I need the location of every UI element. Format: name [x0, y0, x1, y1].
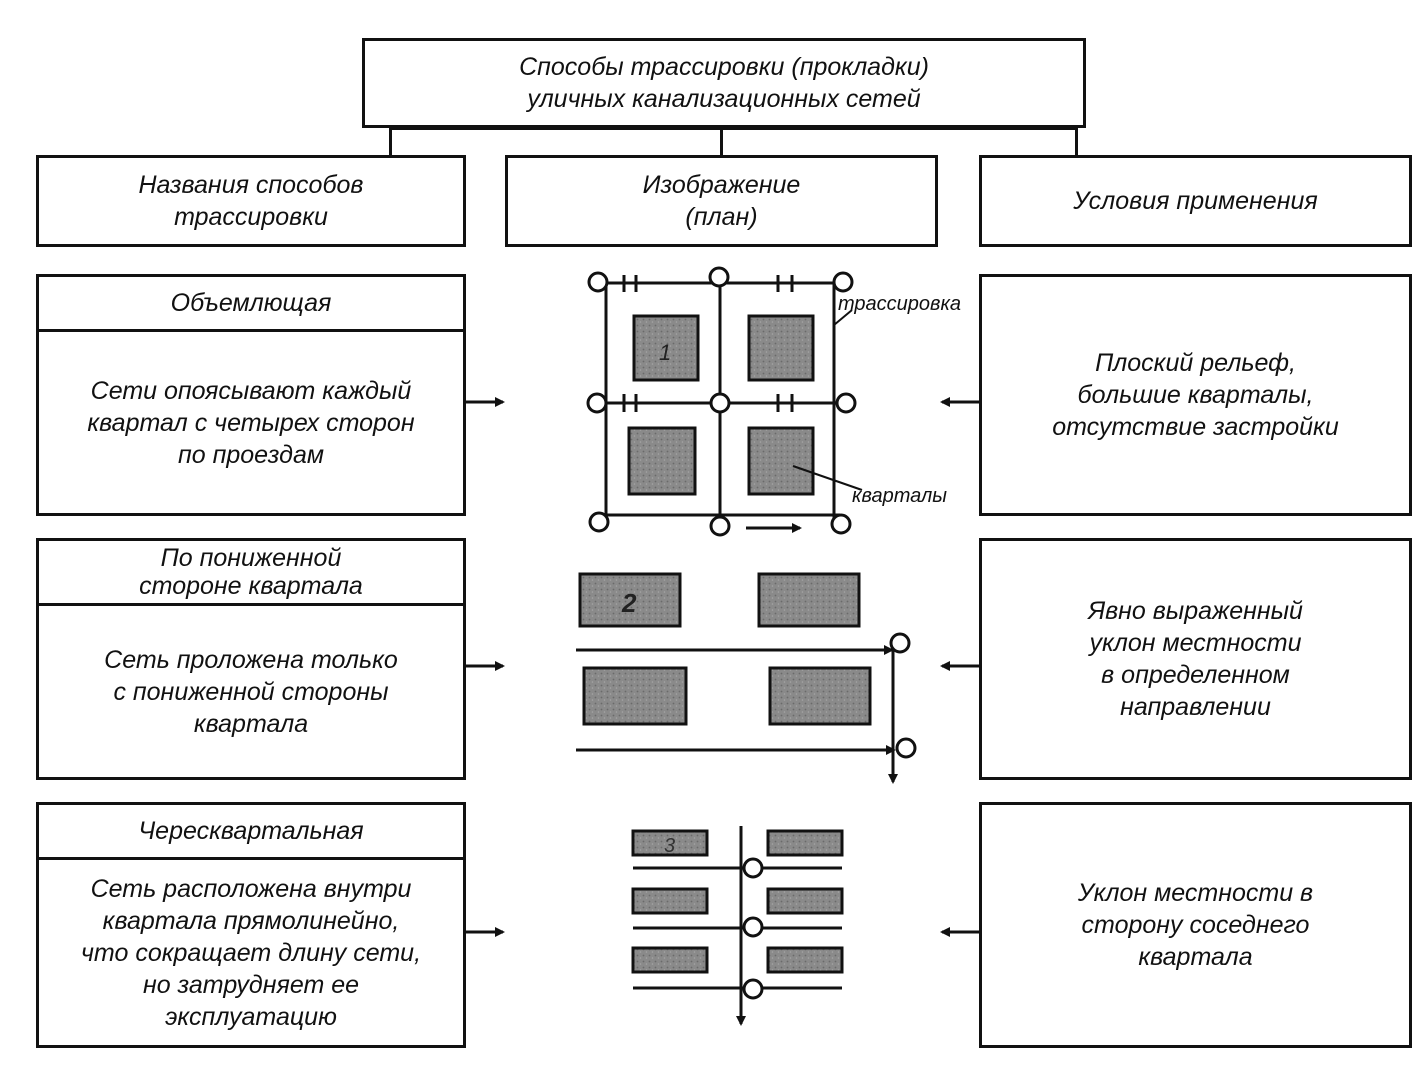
- plan-1-blocks-leader: [792, 465, 863, 491]
- header-conditions: Условия применения: [1073, 187, 1318, 215]
- diagram-title: Способы трассировки (прокладки) уличных …: [519, 53, 929, 113]
- title-connector-right: [1075, 127, 1078, 157]
- header-names: Названия способов трассировки: [138, 171, 364, 231]
- method-3-description-cell: Сеть расположена внутри квартала прямоли…: [39, 860, 463, 1045]
- method-1-box: Объемлющая Сети опоясывают каждый кварта…: [36, 274, 466, 516]
- condition-2: Явно выраженный уклон местности в опреде…: [1088, 597, 1303, 721]
- plan-2-block-number: 2: [621, 588, 637, 618]
- title-connector-horizontal: [389, 127, 1077, 130]
- condition-3: Уклон местности в сторону соседнего квар…: [1077, 879, 1314, 971]
- method-3-box: Чересквартальная Сеть расположена внутри…: [36, 802, 466, 1048]
- method-2-description-cell: Сеть проложена только с пониженной сторо…: [39, 606, 463, 777]
- plan-3-blocks: [631, 829, 844, 974]
- plan-1-tracing-leader: [833, 309, 853, 326]
- title-connector-left: [389, 127, 392, 157]
- plan-1-blocks-label: кварталы: [852, 485, 947, 507]
- plan-3-manholes: [742, 857, 764, 1000]
- condition-1: Плоский рельеф, большие кварталы, отсутс…: [1052, 349, 1339, 441]
- method-1-description: Сети опоясывают каждый квартал с четырех…: [87, 376, 415, 469]
- method-2-name-cell: По пониженной стороне квартала: [39, 541, 463, 606]
- plan-1-tracing-label: трассировка: [838, 293, 961, 315]
- method-2-box: По пониженной стороне квартала Сеть прол…: [36, 538, 466, 780]
- method-3-name-cell: Чересквартальная: [39, 805, 463, 860]
- condition-1-box: Плоский рельеф, большие кварталы, отсутс…: [979, 274, 1412, 516]
- diagram-title-box: Способы трассировки (прокладки) уличных …: [362, 38, 1086, 128]
- header-names-box: Названия способов трассировки: [36, 155, 466, 247]
- plan-1-block-number: 1: [659, 340, 671, 365]
- condition-2-box: Явно выраженный уклон местности в опреде…: [979, 538, 1412, 780]
- header-conditions-box: Условия применения: [979, 155, 1412, 247]
- header-image: Изображение (план): [642, 171, 801, 231]
- method-2-description: Сеть проложена только с пониженной сторо…: [104, 645, 398, 738]
- plan-1-manholes: [586, 266, 857, 537]
- header-image-box: Изображение (план): [505, 155, 938, 247]
- plan-3-streets: [633, 866, 842, 990]
- plan-2-blocks: [578, 572, 872, 726]
- plan-1-blocks: [627, 314, 815, 496]
- method-2-name: По пониженной стороне квартала: [139, 544, 363, 600]
- method-1-name-cell: Объемлющая: [39, 277, 463, 332]
- condition-3-box: Уклон местности в сторону соседнего квар…: [979, 802, 1412, 1048]
- plan-3-block-number: 3: [664, 835, 675, 857]
- method-3-name: Чересквартальная: [138, 817, 364, 845]
- title-connector-middle: [720, 127, 723, 157]
- plan-2-manholes: [889, 632, 917, 759]
- method-3-description: Сеть расположена внутри квартала прямоли…: [80, 874, 422, 1031]
- method-1-name: Объемлющая: [170, 289, 332, 317]
- method-1-description-cell: Сети опоясывают каждый квартал с четырех…: [39, 332, 463, 513]
